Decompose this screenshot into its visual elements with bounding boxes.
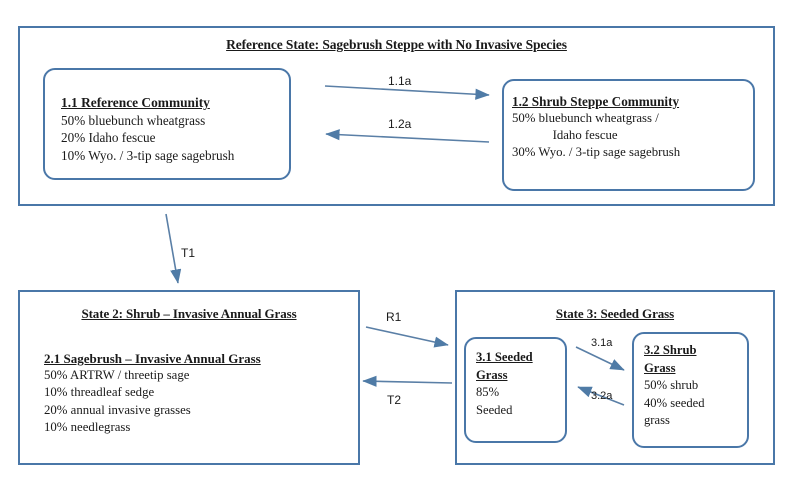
community-box-3-2[interactable]: 3.2 Shrub Grass 50% shrub 40% seeded gra…	[632, 332, 749, 448]
community-block-2-1-line-4: 10% needlegrass	[44, 419, 131, 434]
community-box-1-1-line-2: 20% Idaho fescue	[61, 130, 156, 145]
community-box-1-2-line-3: 30% Wyo. / 3-tip sage sagebrush	[512, 145, 681, 159]
arrow-t2	[362, 375, 453, 387]
community-box-1-2-line-2: Idaho fescue	[552, 128, 618, 142]
community-box-1-2-line-1: 50% bluebunch wheatgrass /	[512, 111, 659, 125]
reference-state-title: Reference State: Sagebrush Steppe with N…	[226, 37, 567, 52]
reference-state-container: Reference State: Sagebrush Steppe with N…	[18, 26, 775, 206]
community-box-3-1-line-2: Seeded	[476, 402, 513, 417]
community-box-1-1[interactable]: 1.1 Reference Community 50% bluebunch wh…	[43, 68, 291, 180]
community-box-3-1-heading-line-1: 3.1 Seeded	[476, 350, 533, 364]
arrow-label-1-1a: 1.1a	[388, 74, 412, 88]
community-block-2-1-heading: 2.1 Sagebrush – Invasive Annual Grass	[44, 351, 261, 366]
community-box-1-2[interactable]: 1.2 Shrub Steppe Community 50% bluebunch…	[502, 79, 755, 191]
community-box-1-1-line-1: 50% bluebunch wheatgrass	[61, 112, 206, 128]
community-box-3-2-heading-line-2: Grass	[644, 360, 676, 375]
community-box-3-1[interactable]: 3.1 Seeded Grass 85% Seeded	[464, 337, 567, 443]
arrow-label-t2: T2	[387, 393, 402, 407]
community-box-3-2-heading-line-1: 3.2 Shrub	[644, 343, 697, 357]
community-box-1-2-heading: 1.2 Shrub Steppe Community	[512, 94, 680, 109]
arrow-label-3-2a: 3.2a	[591, 390, 613, 402]
community-box-1-1-content: 1.1 Reference Community 50% bluebunch wh…	[61, 94, 234, 164]
arrow-label-3-1a: 3.1a	[591, 337, 613, 349]
community-box-3-1-line-1: 85%	[476, 385, 500, 399]
community-box-3-2-content: 3.2 Shrub Grass 50% shrub 40% seeded gra…	[644, 342, 705, 430]
arrow-label-r1: R1	[386, 310, 402, 324]
arrow-label-1-2a: 1.2a	[388, 117, 412, 131]
community-block-2-1-line-3: 20% annual invasive grasses	[44, 402, 191, 417]
community-box-3-1-content: 3.1 Seeded Grass 85% Seeded	[476, 349, 533, 419]
community-box-1-2-content: 1.2 Shrub Steppe Community 50% bluebunch…	[512, 93, 680, 161]
community-block-2-1-line-1: 50% ARTRW / threetip sage	[44, 368, 190, 383]
state-3-title: State 3: Seeded Grass	[555, 306, 675, 321]
community-box-1-1-heading: 1.1 Reference Community	[61, 95, 210, 110]
community-box-3-1-heading-line-2: Grass	[476, 367, 508, 382]
community-box-3-2-line-3: grass	[644, 413, 670, 427]
community-block-2-1: 2.1 Sagebrush – Invasive Annual Grass 50…	[44, 350, 261, 436]
arrow-label-t1: T1	[181, 246, 196, 260]
arrow-t1	[165, 213, 182, 284]
community-box-3-2-line-1: 50% shrub	[644, 378, 699, 392]
state-2-title: State 2: Shrub – Invasive Annual Grass	[81, 306, 297, 321]
state-2-container: State 2: Shrub – Invasive Annual Grass 2…	[18, 290, 360, 465]
community-box-3-2-line-2: 40% seeded	[644, 395, 705, 410]
community-block-2-1-line-2: 10% threadleaf sedge	[44, 385, 155, 400]
community-box-1-1-line-3: 10% Wyo. / 3-tip sage sagebrush	[61, 147, 235, 163]
arrow-r1	[365, 326, 449, 348]
